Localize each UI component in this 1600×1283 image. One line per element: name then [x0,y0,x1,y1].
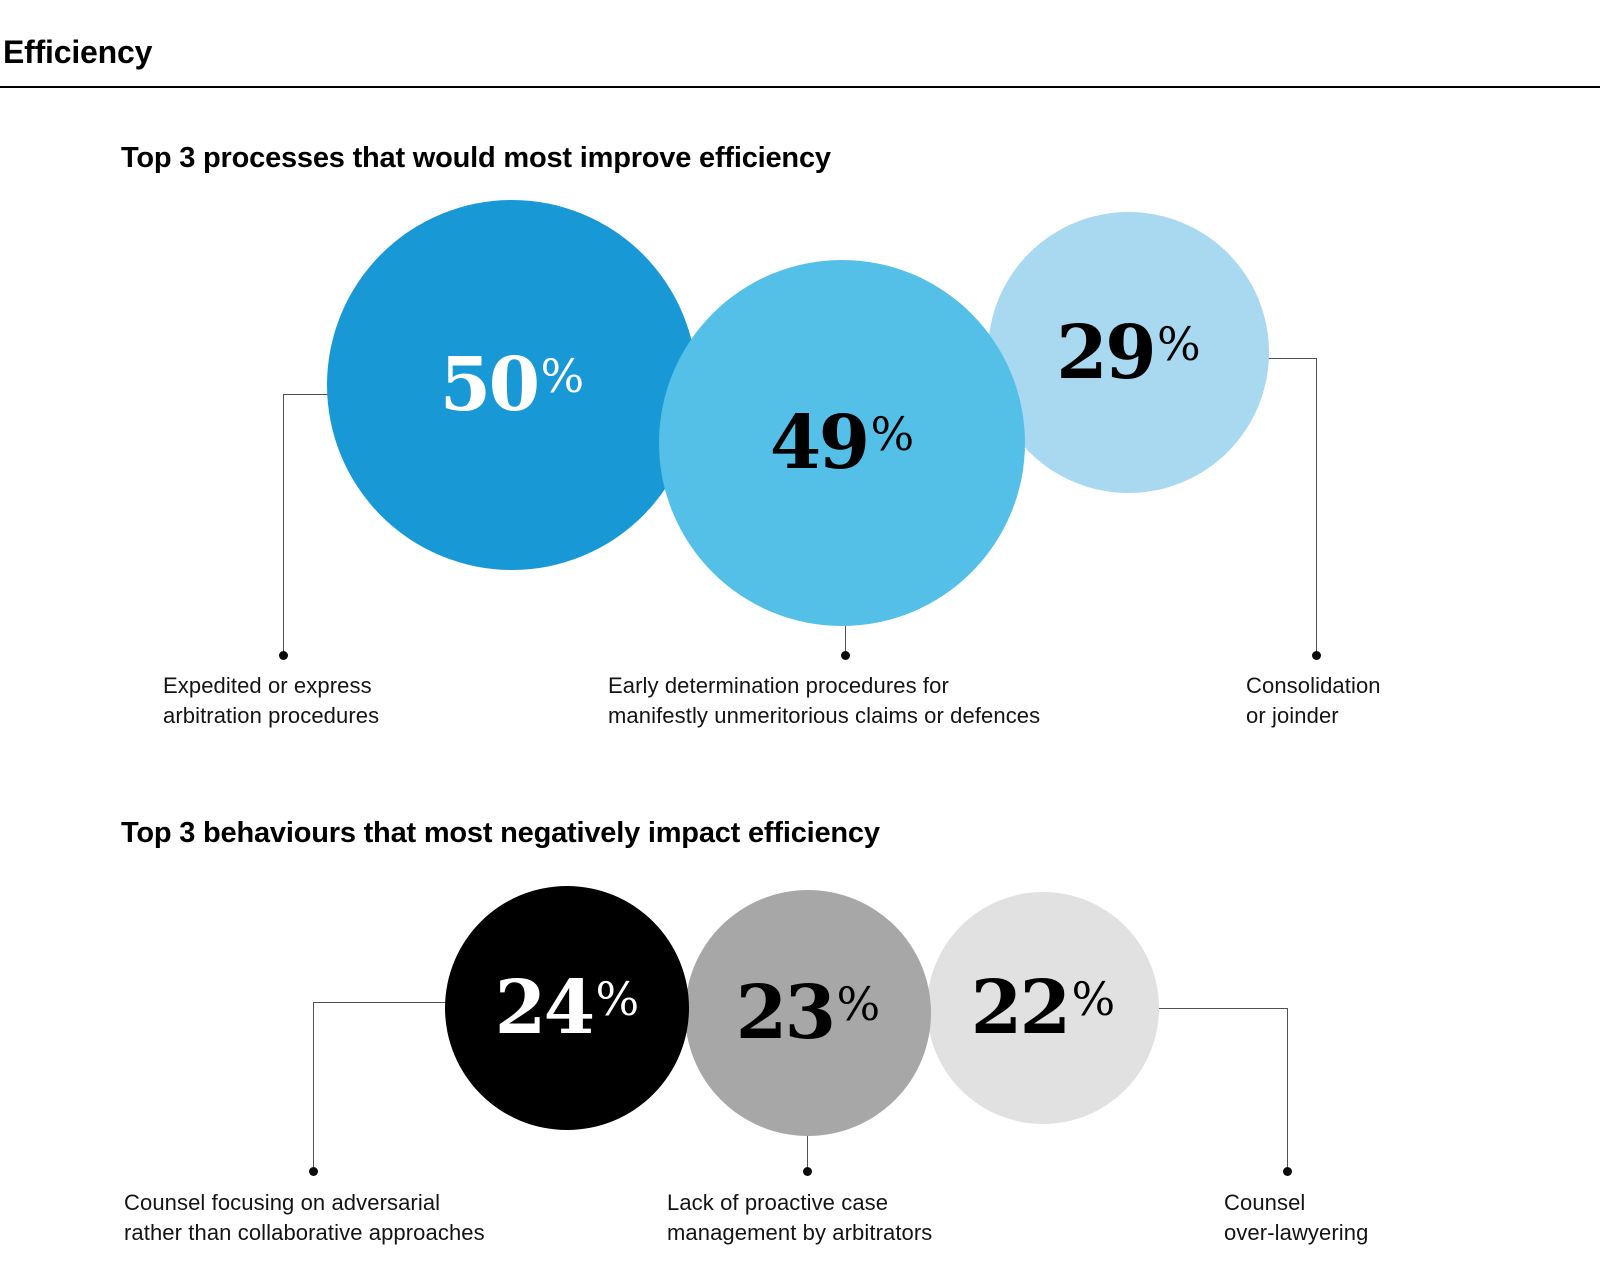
label-lack-proactive-management: Lack of proactive case management by arb… [667,1190,933,1245]
bubble-50-value: 50% [439,342,585,428]
percent-sign: % [1157,316,1201,371]
connector-dot [803,1167,812,1176]
connector-line [1264,358,1316,359]
bubble-24-value: 24% [494,965,640,1051]
label-early-determination: Early determination procedures for manif… [608,673,1041,728]
bubble-29-value: 29% [1056,309,1201,396]
connector-line [313,1002,314,1171]
bubble-23-value: 23% [735,970,881,1056]
percent-sign: % [540,349,585,403]
bubble-49-value: 49% [769,400,915,486]
connector-dot [309,1167,318,1176]
connector-line [845,624,846,655]
header-divider [0,86,1600,88]
connector-line [1316,358,1317,655]
connector-line [283,394,341,395]
label-counsel-overlawyering: Counsel over-lawyering [1224,1190,1369,1245]
connector-line [283,394,284,655]
connector-dot [279,651,288,660]
connector-line [807,1134,808,1171]
connector-dot [841,651,850,660]
percent-sign: % [836,977,881,1031]
bubble-22-value: 22% [970,965,1116,1051]
percent-sign: % [870,407,915,461]
bubble-22-percent: 22% [927,892,1159,1124]
bubble-29-percent: 29% [988,212,1269,493]
bubble-24-percent: 24% [445,886,689,1130]
label-counsel-adversarial: Counsel focusing on adversarial rather t… [124,1190,485,1245]
page-title: Efficiency [3,34,153,70]
section-title-behaviours: Top 3 behaviours that most negatively im… [121,817,880,849]
connector-line [313,1002,449,1003]
percent-sign: % [1071,972,1116,1026]
bubble-49-percent: 49% [659,260,1025,626]
connector-line [1287,1008,1288,1171]
bubble-23-percent: 23% [685,890,931,1136]
connector-dot [1312,651,1321,660]
section-title-processes: Top 3 processes that would most improve … [121,142,831,174]
connector-line [1157,1008,1287,1009]
connector-dot [1283,1167,1292,1176]
percent-sign: % [595,972,640,1026]
label-expedited-arbitration: Expedited or express arbitration procedu… [163,673,380,728]
bubble-50-percent: 50% [327,200,697,570]
label-consolidation-joinder: Consolidation or joinder [1246,673,1381,728]
